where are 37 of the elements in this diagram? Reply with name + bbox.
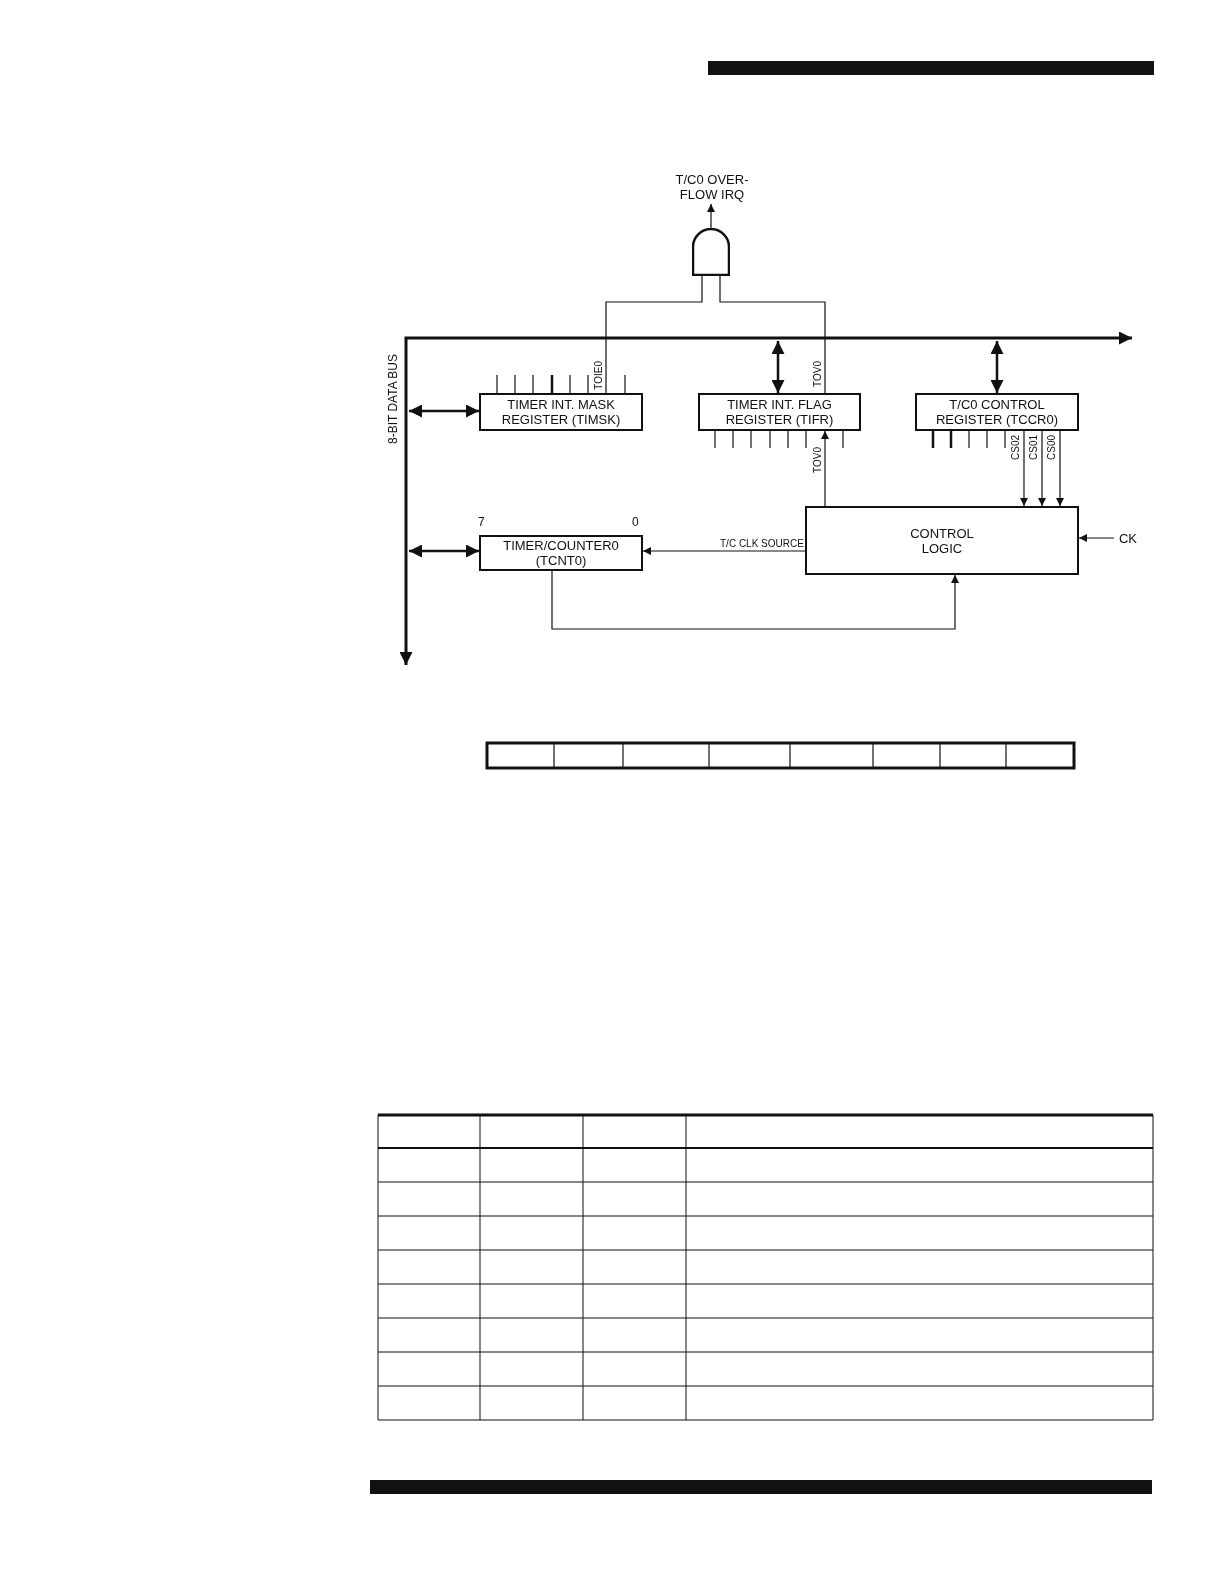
signal-label: CS02	[1010, 435, 1021, 460]
bit-number: 7	[478, 515, 485, 529]
connector-line	[605, 275, 703, 394]
block-name: TIMER INT. MASK REGISTER (TIMSK)	[500, 397, 622, 427]
block-name: TIMER INT. FLAG REGISTER (TIFR)	[724, 397, 835, 427]
signal-label: CK	[1114, 530, 1142, 547]
signal-label: TOIE0	[593, 361, 604, 390]
arrow	[821, 430, 829, 507]
double-arrow	[771, 341, 785, 393]
block-name: TIMER/COUNTER0 (TCNT0)	[502, 538, 620, 568]
arrow	[1078, 534, 1115, 542]
signal-label: CS01	[1028, 435, 1039, 460]
register-box	[915, 393, 1079, 431]
logic-block	[805, 506, 1079, 575]
signal-label: T/C CLK SOURCE	[720, 538, 804, 549]
arrow	[1056, 430, 1064, 507]
signal-label: TOV0	[812, 361, 823, 387]
signal-label: T/C0 OVER- FLOW IRQ	[660, 170, 764, 204]
register-box	[479, 535, 643, 571]
double-arrow	[990, 341, 1004, 393]
register-box	[479, 393, 643, 431]
arrow	[1020, 430, 1028, 507]
bit-number: 0	[632, 515, 639, 529]
block-name: T/C0 CONTROL REGISTER (TCCR0)	[934, 397, 1060, 427]
arrow	[1038, 430, 1046, 507]
arrow	[551, 570, 959, 630]
block-name: CONTROL LOGIC	[909, 525, 975, 556]
and-gate-symbol	[692, 228, 730, 276]
arrow	[707, 203, 715, 229]
signal-label: TOV0	[812, 447, 823, 473]
connector-line	[719, 275, 826, 394]
double-arrow	[409, 404, 479, 418]
arrow	[642, 547, 806, 555]
bus-label: 8-BIT DATA BUS	[387, 354, 400, 445]
register-box	[698, 393, 861, 431]
signal-label: CS00	[1046, 435, 1057, 460]
double-arrow	[409, 544, 479, 558]
